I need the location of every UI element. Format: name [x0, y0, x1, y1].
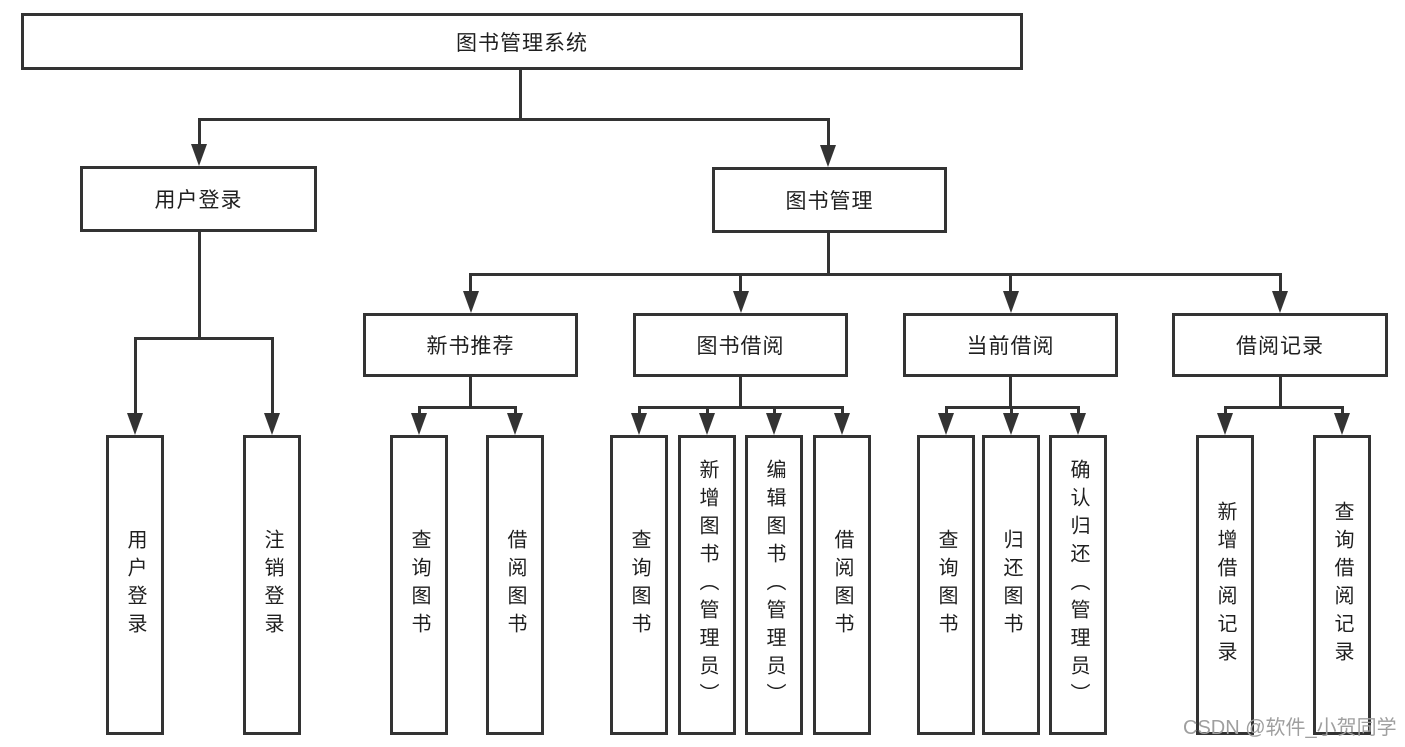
arrowhead-down-icon: [699, 413, 715, 435]
node-current-borrowing: 当前借阅: [903, 313, 1118, 377]
arrowhead-down-icon: [1334, 413, 1350, 435]
connector-stem: [1009, 273, 1012, 291]
connector-stem: [1076, 406, 1080, 413]
arrowhead-down-icon: [820, 145, 836, 167]
connector-stem: [705, 406, 709, 413]
node-book-management: 图书管理: [712, 167, 947, 233]
leaf-borrow-books-recommend: 借阅图书: [486, 435, 544, 735]
connector-stem: [417, 406, 421, 413]
leaf-edit-books-admin: 编辑图书（管理员）: [745, 435, 803, 735]
arrowhead-down-icon: [127, 413, 143, 435]
node-new-book-recommend: 新书推荐: [363, 313, 578, 377]
leaf-borrow-books-borrowing: 借阅图书: [813, 435, 871, 735]
arrowhead-down-icon: [191, 144, 207, 166]
node-book-borrowing: 图书借阅: [633, 313, 848, 377]
connector-stem: [1278, 273, 1282, 291]
connector-stem: [840, 406, 844, 413]
arrowhead-down-icon: [411, 413, 427, 435]
connector-new-book-hline: [417, 406, 515, 409]
connector-stem: [270, 337, 274, 413]
csdn-watermark: CSDN @软件_小贺同学: [1183, 717, 1397, 739]
arrowhead-down-icon: [507, 413, 523, 435]
connector-borrowing-hline: [637, 406, 843, 409]
connector-stem: [1223, 406, 1227, 413]
leaf-return-books: 归还图书: [982, 435, 1040, 735]
connector-stem: [197, 118, 201, 146]
arrowhead-down-icon: [1070, 413, 1086, 435]
leaf-add-books-admin: 新增图书（管理员）: [678, 435, 736, 735]
leaf-query-borrow-record: 查询借阅记录: [1313, 435, 1371, 735]
leaf-query-books-current: 查询图书: [917, 435, 975, 735]
arrowhead-down-icon: [1272, 291, 1288, 313]
connector-stem: [826, 118, 830, 147]
leaf-add-borrow-record: 新增借阅记录: [1196, 435, 1254, 735]
arrowhead-down-icon: [834, 413, 850, 435]
connector-stem: [944, 406, 948, 413]
connector-records-hline: [1223, 406, 1343, 409]
leaf-user-login: 用户登录: [106, 435, 164, 735]
connector-user-login-vline: [197, 232, 201, 337]
node-borrow-records: 借阅记录: [1172, 313, 1388, 377]
connector-new-book-vline: [469, 377, 472, 406]
arrowhead-down-icon: [1003, 413, 1019, 435]
arrowhead-down-icon: [462, 291, 479, 313]
leaf-logout: 注销登录: [243, 435, 301, 735]
connector-root-hline: [197, 118, 830, 121]
connector-stem: [133, 337, 137, 413]
leaf-query-books-recommend: 查询图书: [390, 435, 448, 735]
connector-stem: [469, 273, 472, 291]
node-user-login: 用户登录: [80, 166, 317, 232]
arrowhead-down-icon: [732, 291, 749, 313]
arrowhead-down-icon: [264, 413, 280, 435]
connector-borrowing-vline: [739, 377, 742, 406]
node-library-system: 图书管理系统: [21, 13, 1023, 70]
connector-current-vline: [1009, 377, 1012, 406]
connector-stem: [739, 273, 742, 291]
arrowhead-down-icon: [938, 413, 954, 435]
connector-root-vline: [518, 70, 522, 118]
arrowhead-down-icon: [766, 413, 782, 435]
leaf-confirm-return-admin: 确认归还（管理员）: [1049, 435, 1107, 735]
connector-stem: [1340, 406, 1344, 413]
connector-stem: [513, 406, 517, 413]
arrowhead-down-icon: [1002, 291, 1019, 313]
connector-stem: [772, 406, 776, 413]
connector-records-vline: [1278, 377, 1282, 406]
connector-stem: [637, 406, 641, 413]
connector-book-mgmt-hline: [469, 273, 1281, 276]
connector-user-login-hline: [133, 337, 274, 340]
connector-stem: [1009, 406, 1013, 413]
arrowhead-down-icon: [1217, 413, 1233, 435]
arrowhead-down-icon: [631, 413, 647, 435]
leaf-query-books-borrowing: 查询图书: [610, 435, 668, 735]
connector-book-mgmt-vline: [826, 233, 830, 273]
